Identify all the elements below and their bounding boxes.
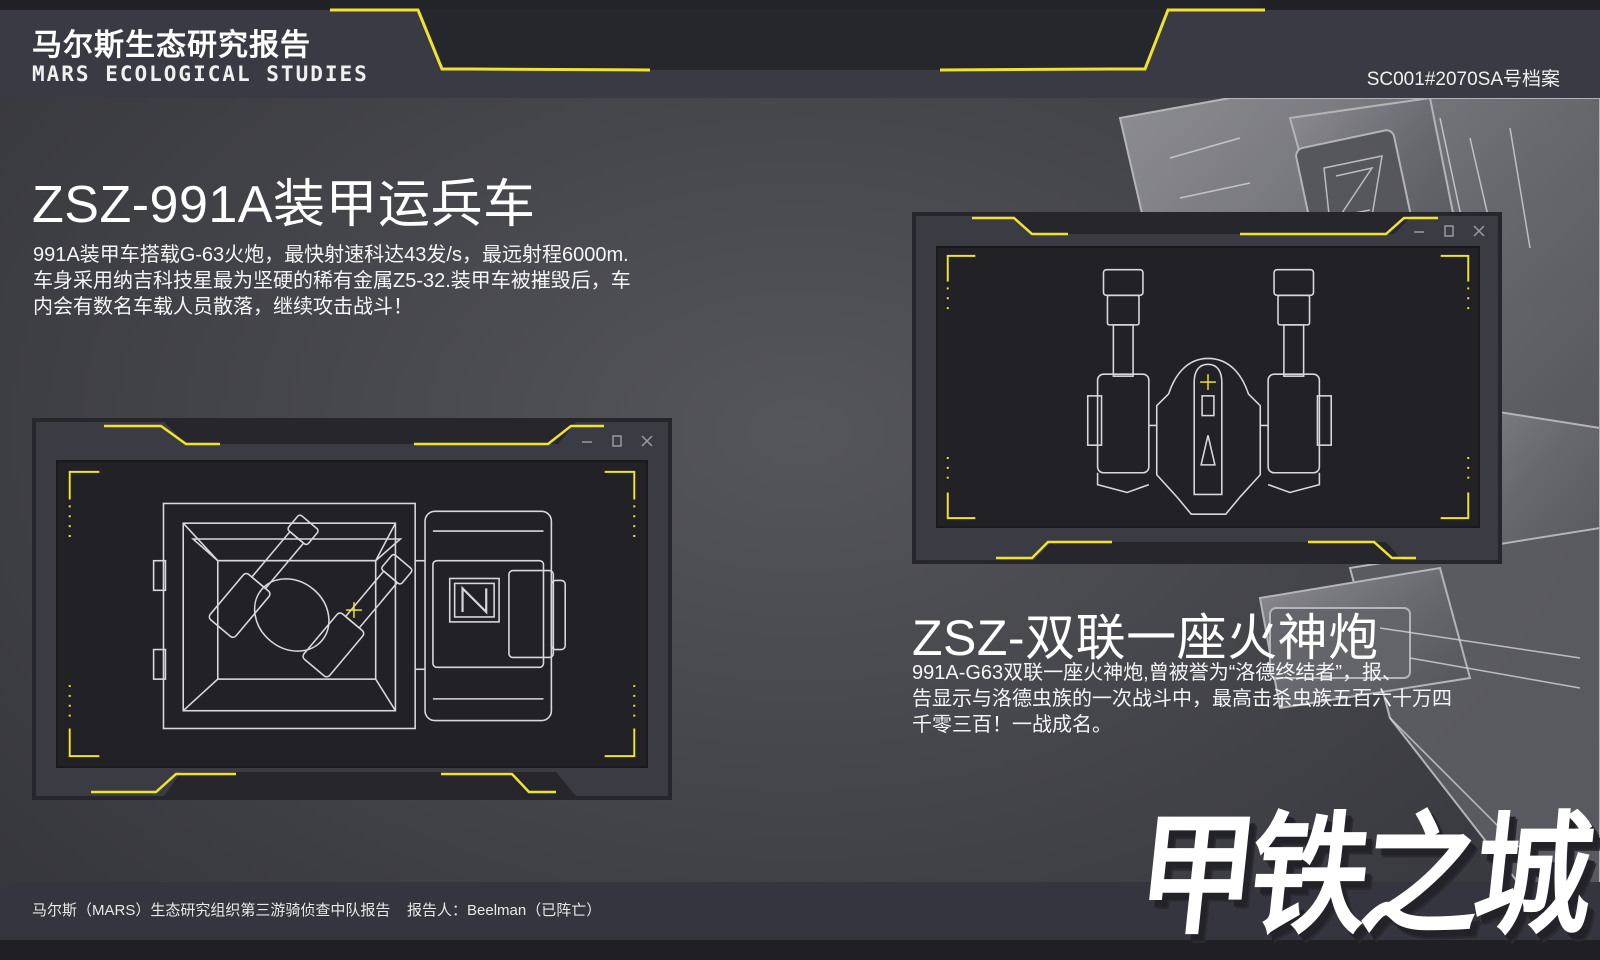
close-icon <box>641 435 653 447</box>
description-line: 千零三百！一战成名。 <box>912 714 1112 736</box>
corner-brackets <box>68 470 636 758</box>
maximize-icon <box>612 435 622 447</box>
footer-band <box>0 882 1600 940</box>
brand-title-cn: 马尔斯生态研究报告 <box>32 28 311 63</box>
close-button[interactable] <box>640 434 654 448</box>
vehicle-viewport <box>56 460 648 768</box>
section-2-description: 991A-G63双联一座火神炮,曾被誉为“洛德终结者”，报、 告显示与洛德虫族的… <box>912 660 1492 738</box>
close-icon <box>1473 225 1485 237</box>
archive-id: SC001#2070SA号档案 <box>1366 69 1560 90</box>
bottom-edge-strip <box>0 940 1600 960</box>
frame-notch-decoration <box>91 422 604 796</box>
window-controls <box>580 434 654 448</box>
maximize-icon <box>1444 225 1454 237</box>
section-1-description: 991A装甲车搭载G-63火炮，最快射速科达43发/s，最远射程6000m. 车… <box>33 242 673 320</box>
corner-brackets <box>946 254 1470 520</box>
armored-vehicle-wireframe <box>68 470 636 758</box>
crosshair-icon <box>1200 374 1216 390</box>
cannon-viewer-window <box>912 212 1502 564</box>
close-button[interactable] <box>1472 224 1486 238</box>
minimize-button[interactable] <box>580 434 594 448</box>
description-line: 991A-G63双联一座火神炮,曾被誉为“洛德终结者”，报、 <box>912 662 1403 684</box>
minimize-button[interactable] <box>1412 224 1426 238</box>
maximize-button[interactable] <box>610 434 624 448</box>
report-footer: 马尔斯（MARS）生态研究组织第三游骑侦查中队报告 报告人：Beelman（已阵… <box>32 902 602 919</box>
window-controls <box>1412 224 1486 238</box>
twin-cannon-wireframe <box>946 254 1470 520</box>
section-2-title: ZSZ-双联一座火神炮 <box>912 610 1379 666</box>
description-line: 告显示与洛德虫族的一次战斗中，最高击杀虫族五百六十万四 <box>912 688 1452 710</box>
description-line: 内会有数名车载人员散落，继续攻击战斗！ <box>33 296 413 318</box>
description-line: 车身采用纳吉科技星最为坚硬的稀有金属Z5-32.装甲车被摧毁后，车 <box>33 270 631 292</box>
frame-notch-decoration <box>972 216 1438 560</box>
section-1-title: ZSZ-991A装甲运兵车 <box>32 176 536 234</box>
brand-title-en: MARS ECOLOGICAL STUDIES <box>32 62 369 86</box>
vehicle-viewer-window <box>32 418 672 800</box>
description-line: 991A装甲车搭载G-63火炮，最快射速科达43发/s，最远射程6000m. <box>33 244 629 266</box>
minimize-icon <box>582 441 592 443</box>
minimize-icon <box>1414 231 1424 233</box>
header-notch-decoration <box>330 0 1265 72</box>
crosshair-icon <box>346 602 362 618</box>
game-logo: 甲铁之城 <box>1130 798 1595 953</box>
maximize-button[interactable] <box>1442 224 1456 238</box>
cannon-viewport <box>936 246 1480 528</box>
